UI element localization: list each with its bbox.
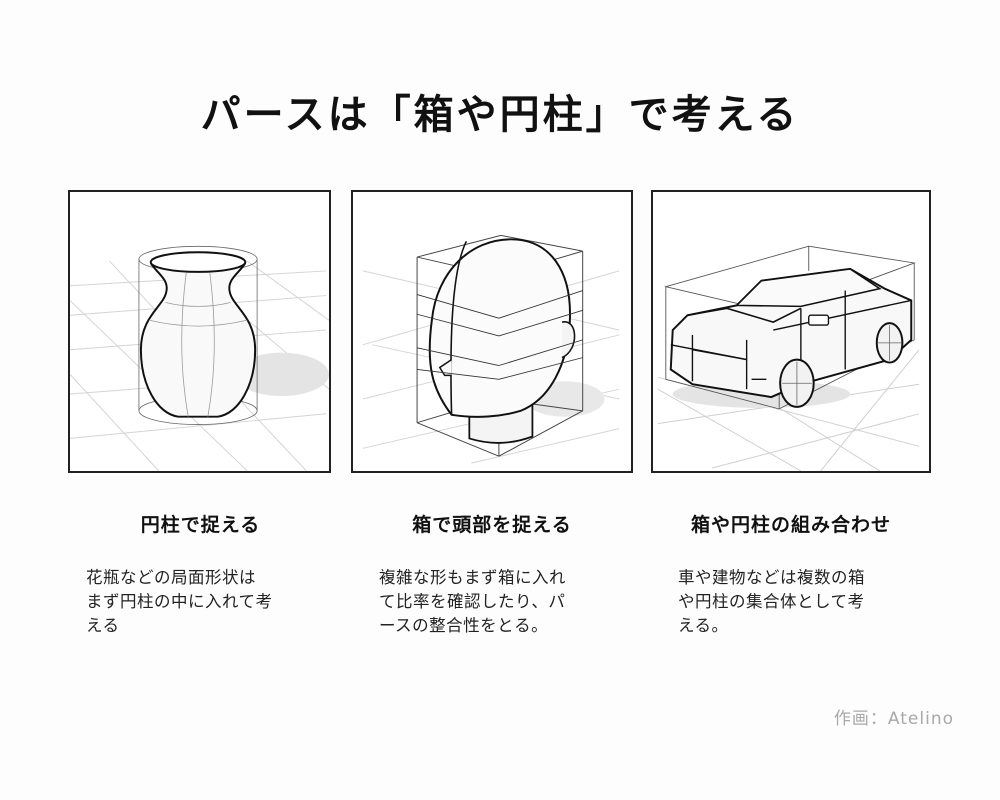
- illustration-head-in-box: [351, 190, 633, 473]
- caption-cylinder: 円柱で捉える: [140, 514, 261, 536]
- head-illustration: [362, 234, 620, 464]
- car-illustration: [657, 245, 920, 471]
- description-combination: 車や建物などは複数の箱 や円柱の集合体として考 える。: [678, 568, 865, 635]
- illustration-vase-in-cylinder: [68, 190, 331, 473]
- caption-box-head: 箱で頭部を捉える: [412, 514, 572, 536]
- artist-credit: 作画：Atelino: [833, 709, 954, 729]
- page-title: パースは「箱や円柱」で考える: [200, 92, 800, 138]
- description-cylinder: 花瓶などの局面形状は まず円柱の中に入れて考 える: [86, 568, 273, 635]
- illustration-car-in-box: [651, 190, 931, 473]
- caption-combination: 箱や円柱の組み合わせ: [690, 514, 891, 536]
- vase-illustration: [70, 245, 329, 471]
- description-box-head: 複雑な形もまず箱に入れ て比率を確認したり、パ ースの整合性をとる。: [379, 568, 566, 635]
